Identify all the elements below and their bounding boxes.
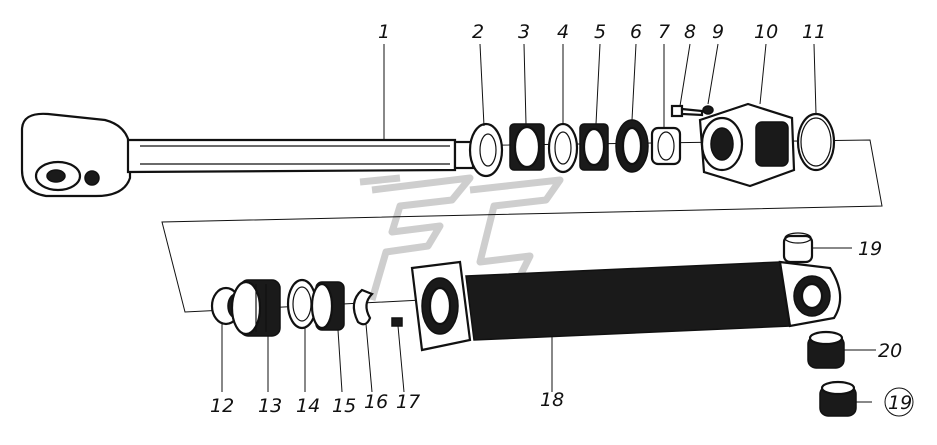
label-part-7: 7 — [658, 21, 670, 43]
label-part-2: 2 — [472, 21, 484, 43]
part-16-lock-washer — [352, 288, 374, 326]
label-part-3: 3 — [518, 21, 530, 43]
label-part-19-bottom: 19 — [888, 392, 912, 414]
part-15-bushing — [310, 281, 345, 331]
part-8-bolt — [670, 104, 704, 118]
part-4-ring — [547, 122, 579, 174]
label-part-5: 5 — [594, 21, 606, 43]
part-5-bushing — [579, 123, 609, 171]
label-part-6: 6 — [630, 21, 642, 43]
part-18-cylinder-body — [410, 260, 842, 352]
label-part-20: 20 — [878, 340, 902, 362]
part-19-bushing-bottom — [819, 380, 857, 417]
label-part-10: 10 — [754, 21, 778, 43]
label-part-12: 12 — [210, 395, 234, 417]
part-7-ring — [650, 126, 682, 166]
label-part-14: 14 — [296, 395, 320, 417]
label-part-8: 8 — [684, 21, 696, 43]
label-part-15: 15 — [332, 395, 356, 417]
part-9-washer — [702, 105, 714, 115]
part-6-ring — [615, 119, 649, 173]
label-part-18: 18 — [540, 389, 564, 411]
part-labels: 1 2 3 4 5 6 7 8 9 10 11 12 13 14 15 16 1… — [210, 21, 914, 417]
leader-lines — [221, 43, 876, 403]
part-1-piston-rod — [20, 112, 475, 198]
label-part-13: 13 — [258, 395, 282, 417]
part-3-nut — [509, 123, 545, 171]
part-11-o-ring — [796, 112, 836, 172]
part-19-bushing-top — [782, 232, 814, 264]
label-part-1: 1 — [378, 21, 390, 43]
label-part-17: 17 — [396, 391, 420, 413]
part-2-seal-ring — [468, 122, 504, 178]
part-20-bushing — [807, 330, 845, 369]
label-part-19-top: 19 — [858, 238, 882, 260]
label-part-4: 4 — [557, 21, 569, 43]
watermark-logo — [359, 174, 564, 301]
part-13-piston — [230, 279, 281, 337]
label-part-16: 16 — [364, 391, 388, 413]
part-17-set-screw — [391, 317, 403, 327]
part-10-cylinder-head — [698, 102, 796, 188]
label-part-9: 9 — [712, 21, 724, 43]
label-part-11: 11 — [802, 21, 826, 43]
circled-label-marker — [884, 387, 914, 417]
